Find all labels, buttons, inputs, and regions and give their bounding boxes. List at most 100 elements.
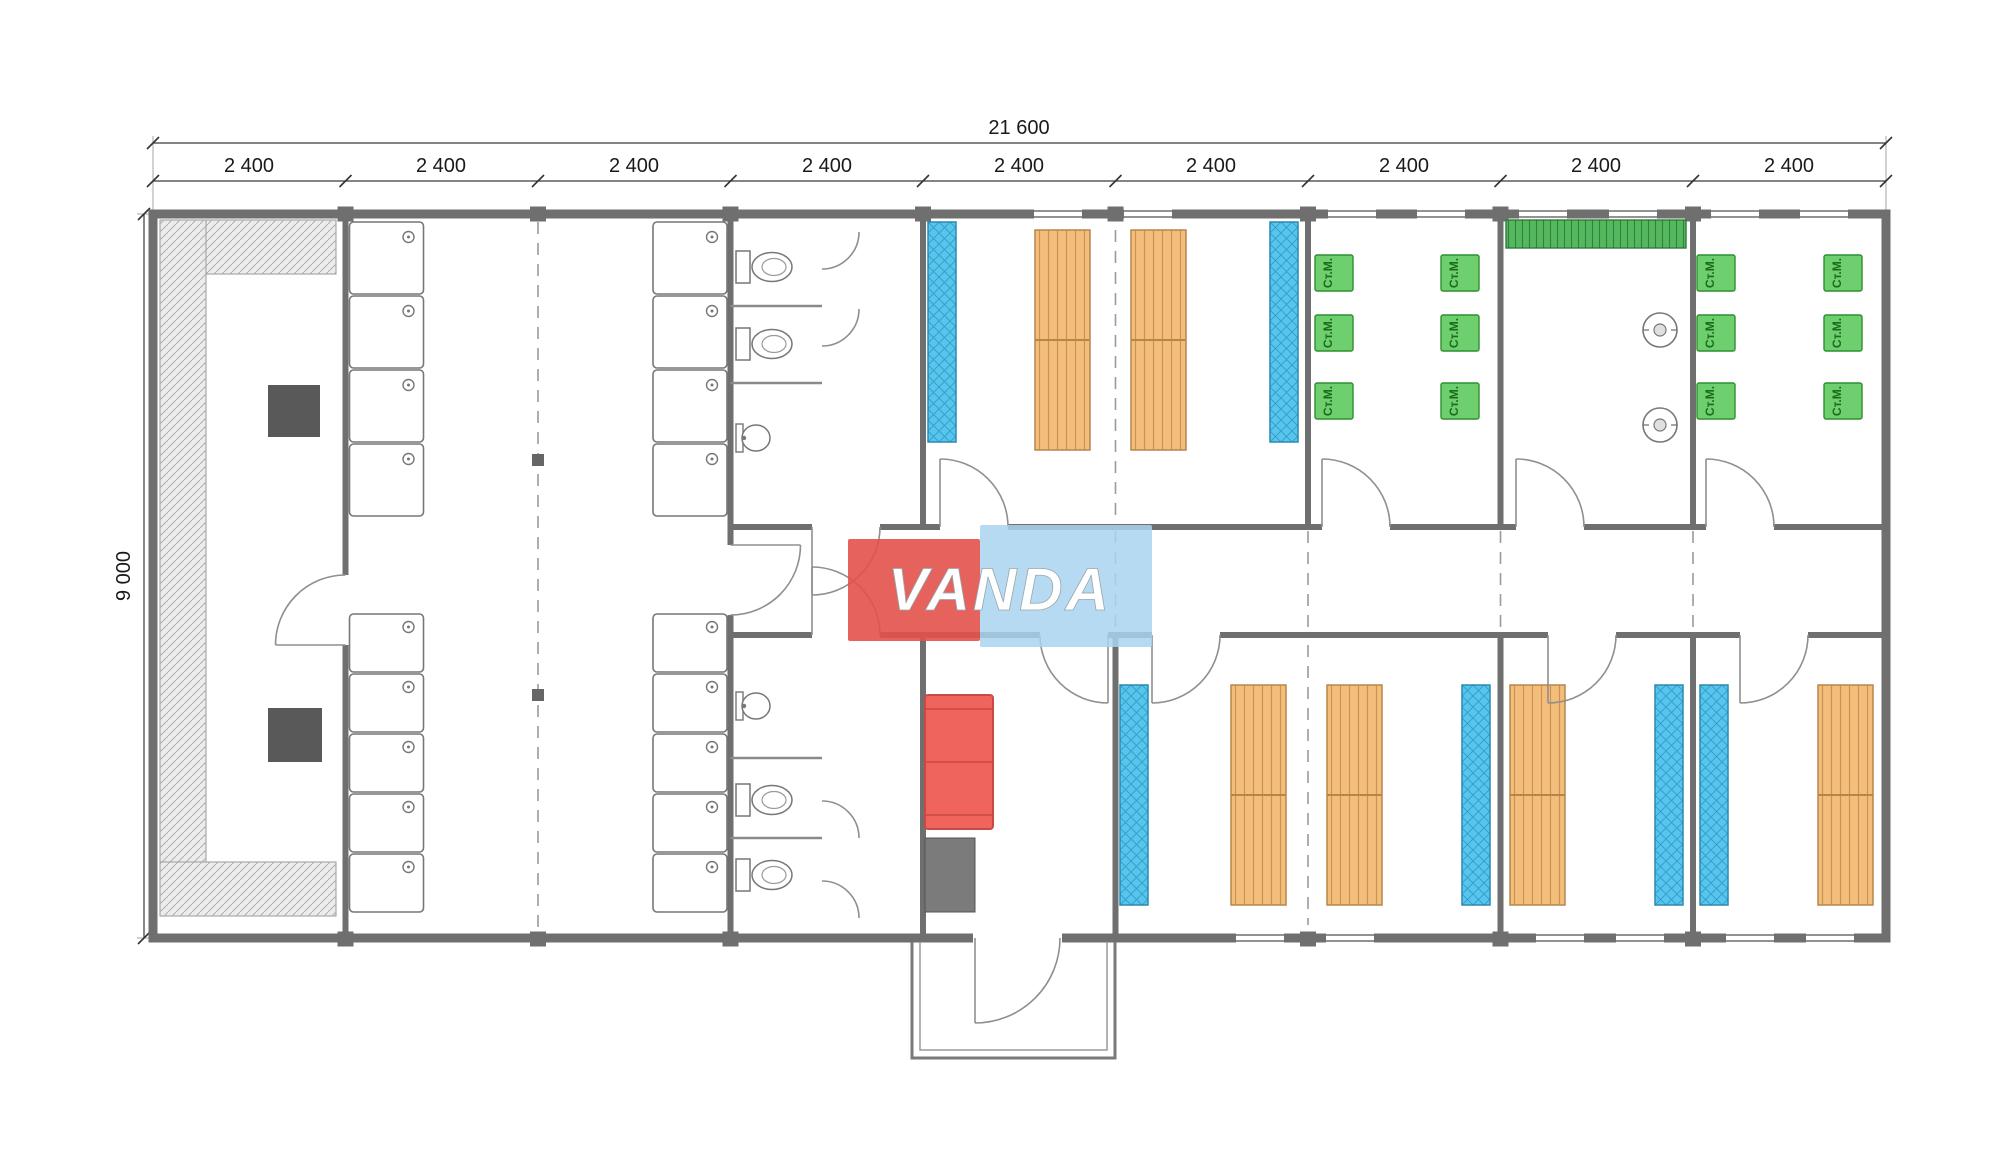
entrance-porch <box>910 942 1117 1060</box>
shower-stall <box>652 295 728 369</box>
round-basin <box>1642 407 1678 443</box>
pilaster-marks <box>337 206 1701 947</box>
door-entrance <box>974 937 1061 1024</box>
door-washroom <box>730 544 802 616</box>
window <box>1033 206 1083 222</box>
window <box>1535 930 1585 946</box>
room-duty <box>924 694 994 913</box>
axis-node <box>532 689 544 701</box>
wardrobe <box>927 221 957 443</box>
shower-stall <box>348 295 425 369</box>
dimension-bay: 2 400 <box>416 155 466 177</box>
window <box>1608 206 1658 222</box>
window <box>1235 930 1285 946</box>
shower-stall <box>348 733 425 793</box>
washing-machine <box>1696 382 1736 420</box>
dimension-bay: 2 400 <box>1764 155 1814 177</box>
window <box>1123 206 1173 222</box>
shower-stall <box>652 221 728 295</box>
wardrobe <box>1119 684 1149 906</box>
window <box>1805 930 1855 946</box>
watermark-blue-box <box>980 525 1152 647</box>
door-drying <box>1515 458 1585 528</box>
table <box>924 837 976 913</box>
washing-machine <box>1314 314 1354 352</box>
bunk-bed <box>1034 229 1091 451</box>
dimension-bay: 2 400 <box>994 155 1044 177</box>
room-wc-top <box>730 231 860 453</box>
washing-machine <box>1314 382 1354 420</box>
door-dorm-3 <box>1739 634 1809 704</box>
shower-stall <box>652 613 728 673</box>
door-sauna <box>274 574 346 646</box>
wc-stall-doors <box>821 800 860 919</box>
door-laundry-1 <box>1321 458 1391 528</box>
door-dorm-2 <box>1547 634 1617 704</box>
window <box>1518 206 1568 222</box>
sink <box>735 423 771 453</box>
drying-rack-hatch <box>1506 220 1686 248</box>
toilet <box>735 250 793 284</box>
wc-stall-doors <box>821 231 860 347</box>
shower-stall <box>652 369 728 443</box>
room-dorm-1 <box>1119 645 1491 925</box>
toilet <box>735 327 793 361</box>
shower-stall <box>348 853 425 913</box>
wardrobe <box>1269 221 1299 443</box>
bunk-bed <box>1817 684 1874 906</box>
watermark-red-box <box>848 539 980 641</box>
shower-stall <box>652 793 728 853</box>
door-dorm-a <box>939 458 1009 528</box>
window <box>1710 206 1760 222</box>
window <box>1325 930 1375 946</box>
interior-walls-vertical <box>342 214 1696 938</box>
window <box>1327 206 1377 222</box>
dimension-bay-labels: 2 400 2 400 2 400 2 400 2 400 2 400 2 40… <box>224 155 1814 177</box>
shower-stall <box>652 443 728 517</box>
washing-machine <box>1823 314 1863 352</box>
window <box>1615 930 1665 946</box>
washing-machine <box>1696 254 1736 292</box>
sauna-stove <box>268 385 320 437</box>
entrance-opening <box>973 930 1062 946</box>
washing-machine <box>1696 314 1736 352</box>
axis-node <box>532 454 544 466</box>
sofa <box>924 694 994 830</box>
dimension-height: 9 000 <box>113 551 135 601</box>
shower-stall <box>652 853 728 913</box>
room-wc-bottom <box>730 691 860 919</box>
watermark-text: VANDA <box>888 556 1112 623</box>
window <box>1725 930 1775 946</box>
room-washroom <box>348 221 728 930</box>
wardrobe <box>1699 684 1729 906</box>
dimension-bay: 2 400 <box>1379 155 1429 177</box>
washing-machine <box>1440 382 1480 420</box>
shower-stall <box>652 733 728 793</box>
dimension-annotations: 21 600 2 400 2 400 2 400 2 400 2 400 2 4… <box>113 117 1893 945</box>
shower-stall <box>348 793 425 853</box>
wc-partitions <box>730 756 822 840</box>
door-laundry-2 <box>1705 458 1775 528</box>
washing-machine <box>1823 254 1863 292</box>
window <box>1799 206 1849 222</box>
room-sauna <box>159 219 337 917</box>
bunk-bed <box>1326 684 1383 906</box>
shower-stall <box>348 369 425 443</box>
wardrobe <box>1654 684 1684 906</box>
toilet <box>735 783 793 817</box>
room-drying <box>1505 219 1687 443</box>
bunk-bed <box>1509 684 1566 906</box>
washing-machine <box>1440 314 1480 352</box>
door-dorm-1 <box>1151 634 1221 704</box>
bunk-bed <box>1130 229 1187 451</box>
wardrobe <box>1461 684 1491 906</box>
wc-partitions <box>730 304 822 385</box>
shower-stall <box>652 673 728 733</box>
sauna-bench <box>159 219 337 917</box>
shower-stall <box>348 613 425 673</box>
watermark: VANDA <box>848 525 1152 647</box>
washing-machine <box>1823 382 1863 420</box>
dimension-bay: 2 400 <box>609 155 659 177</box>
shower-stall <box>348 443 425 517</box>
